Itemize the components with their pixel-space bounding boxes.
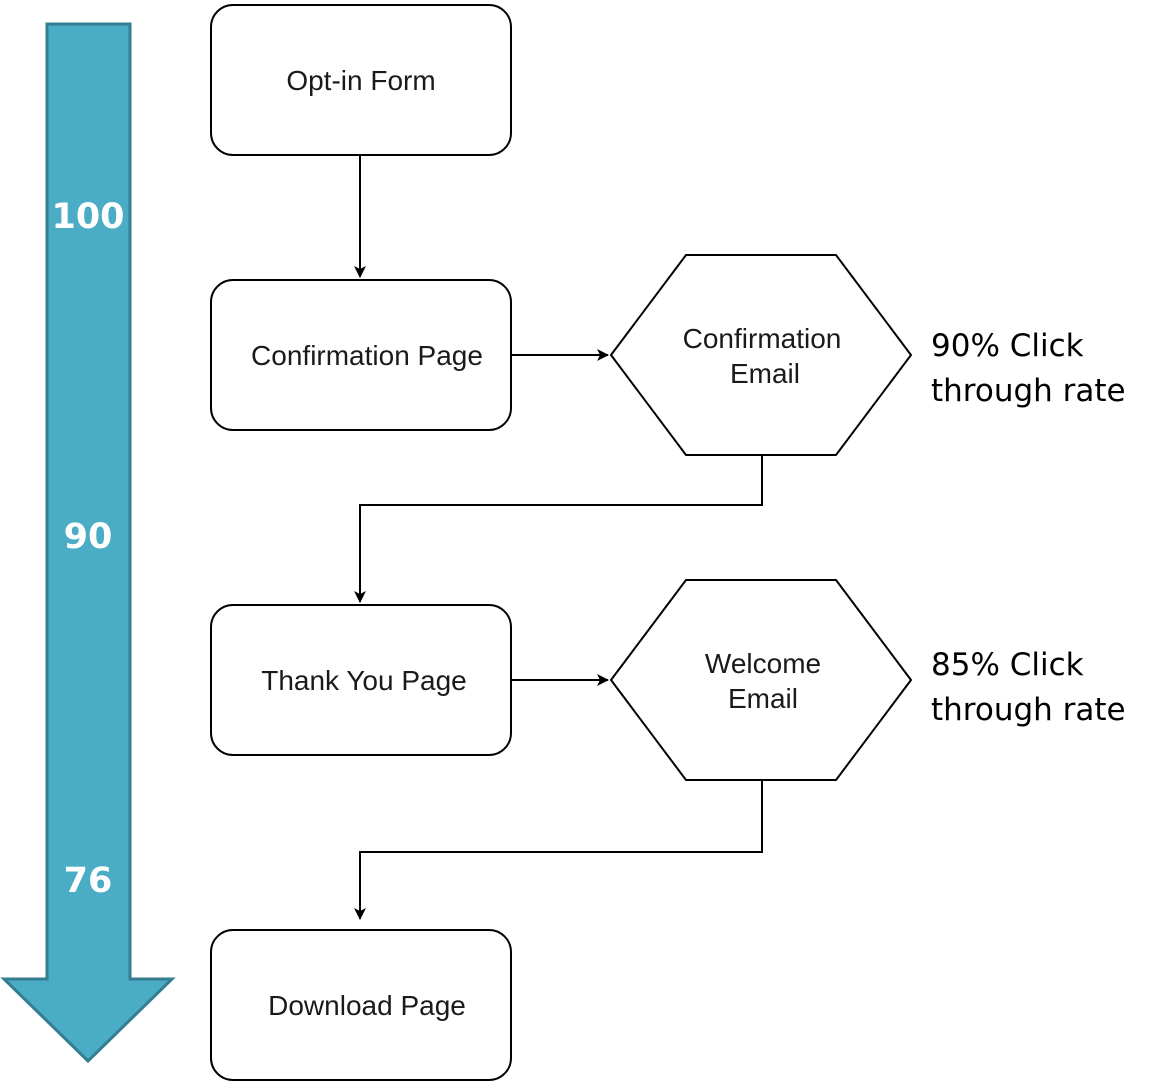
node-welcome-email: Welcome Email	[609, 579, 913, 781]
node-confirmation-page-label: Confirmation Page	[251, 340, 483, 371]
node-opt-in-form-label: Opt-in Form	[286, 65, 435, 96]
node-download-page-label: Download Page	[268, 990, 466, 1021]
node-confirmation-page: Confirmation Page	[210, 279, 512, 431]
node-confirmation-email-label-line2: Email	[730, 358, 800, 389]
confirmation-rate-note-line1: 90% Click	[931, 328, 1084, 364]
funnel-down-arrow	[0, 22, 176, 1064]
connector-welcome-email-to-download	[354, 780, 763, 920]
funnel-label-mid: 90	[64, 517, 113, 557]
confirmation-rate-note-line2: through rate	[931, 373, 1126, 409]
node-welcome-email-label-line1: Welcome	[705, 648, 821, 679]
welcome-rate-note-line1: 85% Click	[931, 647, 1084, 683]
connector-confirmation-email-to-thankyou	[354, 456, 763, 603]
node-download-page: Download Page	[210, 929, 512, 1081]
funnel-label-bottom: 76	[64, 861, 113, 901]
node-thank-you-page-label: Thank You Page	[261, 665, 467, 696]
node-welcome-email-label-line2: Email	[728, 683, 798, 714]
node-thank-you-page: Thank You Page	[210, 604, 512, 756]
welcome-rate-note-line2: through rate	[931, 692, 1126, 728]
node-confirmation-email-label-line1: Confirmation	[683, 323, 842, 354]
node-opt-in-form: Opt-in Form	[210, 4, 512, 156]
node-confirmation-email: Confirmation Email	[609, 254, 913, 456]
funnel-label-top: 100	[51, 197, 124, 237]
